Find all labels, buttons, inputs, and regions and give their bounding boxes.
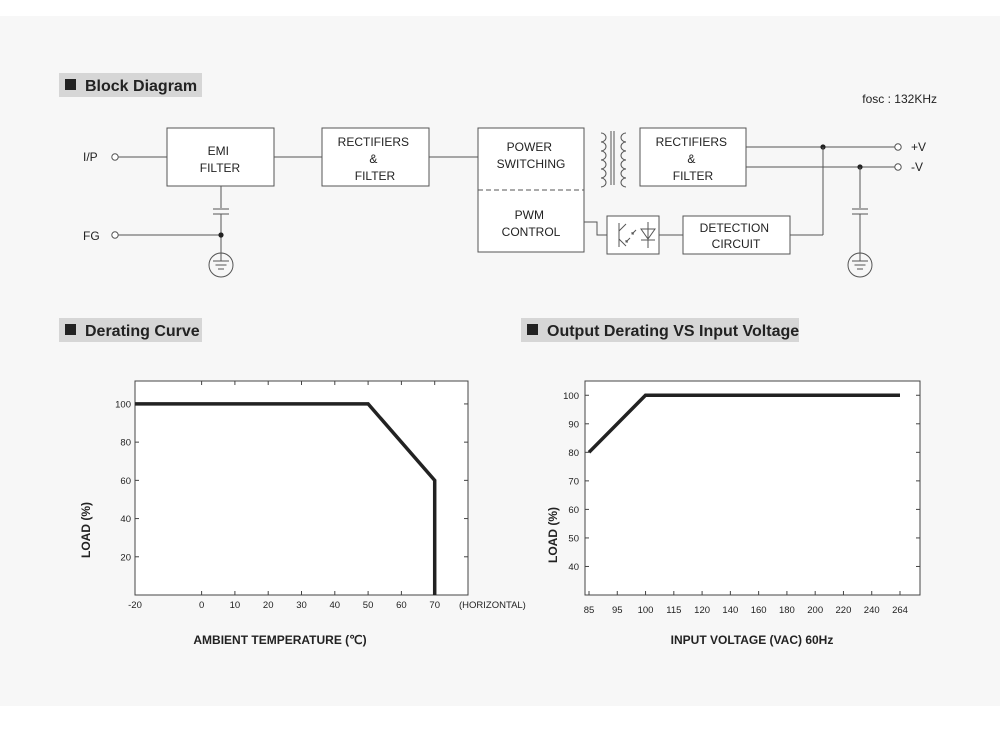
section-header-block-diagram: Block Diagram <box>59 73 202 97</box>
header-square-icon <box>65 79 76 90</box>
block-rectifiers-input-label: RECTIFIERS & FILTER <box>338 135 413 183</box>
tick-marks <box>585 394 920 595</box>
block-diagram: fosc : 132KHz I/P FG EMI FILTER <box>83 92 937 278</box>
x-tick-labels: 85 95 100 115 120 140 160 180 200 220 240 264 <box>584 605 908 616</box>
derating-curve-chart: -20 0 10 20 30 40 50 60 70 20 40 60 80 100 (HORIZONT… <box>79 380 526 647</box>
x-tick-label: 120 <box>694 605 710 616</box>
x-axis-title: AMBIENT TEMPERATURE (℃) <box>193 633 366 647</box>
y-tick-label: 100 <box>115 399 131 410</box>
section-title: Output Derating VS Input Voltage <box>547 323 799 340</box>
y-tick-label: 50 <box>568 533 579 544</box>
section-header-derating-curve: Derating Curve <box>59 318 202 342</box>
x-tick-labels: -20 0 10 20 30 40 50 60 70 <box>128 600 440 611</box>
tick-marks <box>134 381 468 595</box>
wire-opto-pwm <box>584 221 607 236</box>
block-detection-circuit <box>682 215 791 255</box>
terminal-positive <box>894 143 902 151</box>
x-tick-label: 10 <box>230 600 241 611</box>
x-axis-title: INPUT VOLTAGE (VAC) 60Hz <box>671 633 834 647</box>
input-label-fg: FG <box>83 229 100 243</box>
block-rectifiers-output-label: RECTIFIERS & FILTER <box>656 135 731 183</box>
block-power-label: POWER SWITCHING <box>497 140 566 171</box>
ground-icon <box>208 252 234 278</box>
transformer-icon <box>600 131 627 188</box>
x-tick-label: 200 <box>807 605 823 616</box>
input-label-ip: I/P <box>83 150 98 164</box>
x-tick-label: 160 <box>751 605 767 616</box>
x-tick-label: -20 <box>128 600 142 611</box>
plot-area <box>134 380 469 596</box>
x-tick-label: 220 <box>836 605 852 616</box>
terminal-ip <box>111 153 119 161</box>
header-band <box>59 73 202 97</box>
header-square-icon <box>527 324 538 335</box>
y-tick-label: 90 <box>568 419 579 430</box>
y-tick-label: 100 <box>563 391 579 402</box>
y-tick-labels: 20 40 60 80 100 <box>115 399 131 563</box>
block-rectifiers-input <box>321 127 430 187</box>
series-line <box>587 393 900 454</box>
terminal-fg <box>111 231 119 239</box>
x-tick-label: 50 <box>363 600 374 611</box>
y-axis-title: LOAD (%) <box>79 502 93 558</box>
block-pwm-label: PWM CONTROL <box>502 208 561 239</box>
x-tick-label: 240 <box>864 605 880 616</box>
x-tick-label: 30 <box>296 600 307 611</box>
block-emi-label: EMI FILTER <box>200 144 241 175</box>
output-label-positive: +V <box>911 140 926 154</box>
x-annotation: (HORIZONTAL) <box>459 600 526 611</box>
y-tick-label: 80 <box>568 448 579 459</box>
output-label-negative: -V <box>911 160 923 174</box>
header-square-icon <box>65 324 76 335</box>
y-tick-label: 40 <box>568 562 579 573</box>
y-tick-labels: 40 50 60 70 80 90 100 <box>563 391 579 573</box>
x-tick-label: 95 <box>612 605 623 616</box>
y-tick-label: 20 <box>120 552 131 563</box>
x-tick-label: 60 <box>396 600 407 611</box>
section-header-output-derating: Output Derating VS Input Voltage <box>521 318 799 342</box>
y-tick-label: 60 <box>120 476 131 487</box>
x-tick-label: 100 <box>638 605 654 616</box>
y-tick-label: 60 <box>568 505 579 516</box>
ground-icon <box>847 252 873 278</box>
y-tick-label: 80 <box>120 438 131 449</box>
block-detection-label: DETECTION CIRCUIT <box>700 221 773 251</box>
series-line <box>135 402 437 595</box>
x-tick-label: 140 <box>722 605 738 616</box>
x-tick-label: 0 <box>199 600 204 611</box>
junction-dot <box>218 232 224 238</box>
y-tick-label: 40 <box>120 514 131 525</box>
output-derating-chart: 85 95 100 115 120 140 160 180 200 220 240 264 40 50 6… <box>546 380 921 647</box>
x-tick-label: 70 <box>429 600 440 611</box>
plot-area <box>584 380 921 596</box>
block-rectifiers-output <box>639 127 747 187</box>
section-title: Derating Curve <box>85 323 200 340</box>
x-tick-label: 40 <box>330 600 341 611</box>
x-tick-label: 264 <box>892 605 908 616</box>
section-title: Block Diagram <box>85 78 197 95</box>
header-band <box>59 318 202 342</box>
x-tick-label: 115 <box>666 605 681 616</box>
fosc-label: fosc : 132KHz <box>862 92 937 106</box>
optocoupler-icon <box>606 215 660 255</box>
x-tick-label: 20 <box>263 600 274 611</box>
x-tick-label: 180 <box>779 605 795 616</box>
x-tick-label: 85 <box>584 605 595 616</box>
header-band <box>521 318 799 342</box>
y-axis-title: LOAD (%) <box>546 507 560 563</box>
y-tick-label: 70 <box>568 476 579 487</box>
terminal-negative <box>894 163 902 171</box>
